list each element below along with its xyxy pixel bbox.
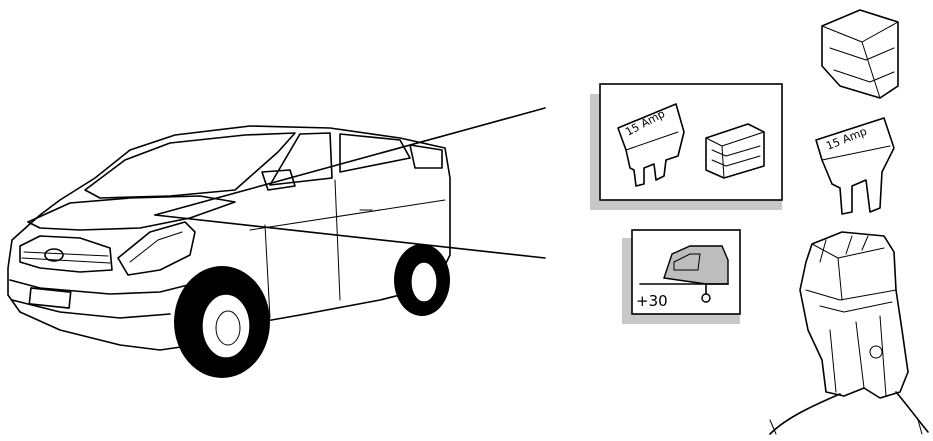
terminal-label: +30 [636,292,668,310]
blade-fuse-large-icon: 15 Amp [815,117,895,215]
van-illustration [7,125,451,378]
vehicle-terminal-icon [639,245,729,303]
vehicle-terminal-panel: +30 [622,229,741,324]
fuse-cover-icon [705,123,765,179]
fuse-holder-icon [769,231,929,435]
callout-lines [154,107,546,259]
fuse-inset-panel: 15 Amp [590,83,783,210]
fuse-cover-large-icon [821,9,899,99]
